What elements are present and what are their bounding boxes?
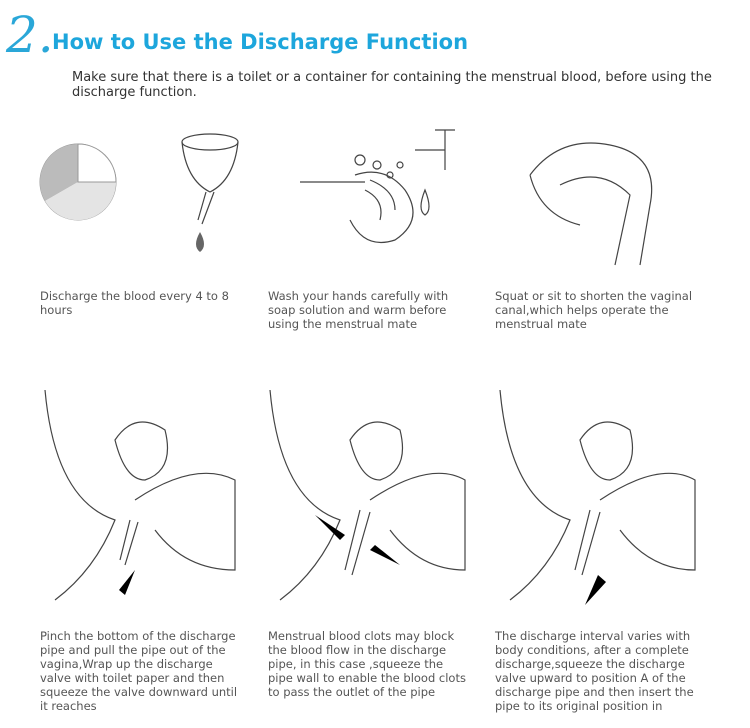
section-title: How to Use the Discharge Function: [52, 30, 469, 54]
intro-text: Make sure that there is a toilet or a co…: [72, 70, 712, 100]
step-4-caption: Pinch the bottom of the discharge pipe a…: [40, 629, 238, 713]
pull-pipe-illustration: [44, 389, 236, 601]
reinsert-pipe-illustration: [499, 389, 696, 605]
wash-hands-illustration: [300, 129, 455, 244]
step-6-caption: The discharge interval varies with body …: [495, 629, 694, 713]
step-2-caption: Wash your hands carefully with soap solu…: [268, 289, 449, 331]
section-number: 2.: [6, 6, 54, 64]
step-5-caption: Menstrual blood clots may block the bloo…: [268, 629, 466, 699]
step-3-caption: Squat or sit to shorten the vaginal cana…: [495, 289, 693, 331]
squeeze-pipe-illustration: [269, 389, 466, 601]
clock-cup-illustration: [39, 133, 239, 252]
squat-illustration: [529, 142, 653, 266]
step-1-caption: Discharge the blood every 4 to 8 hours: [40, 289, 229, 317]
